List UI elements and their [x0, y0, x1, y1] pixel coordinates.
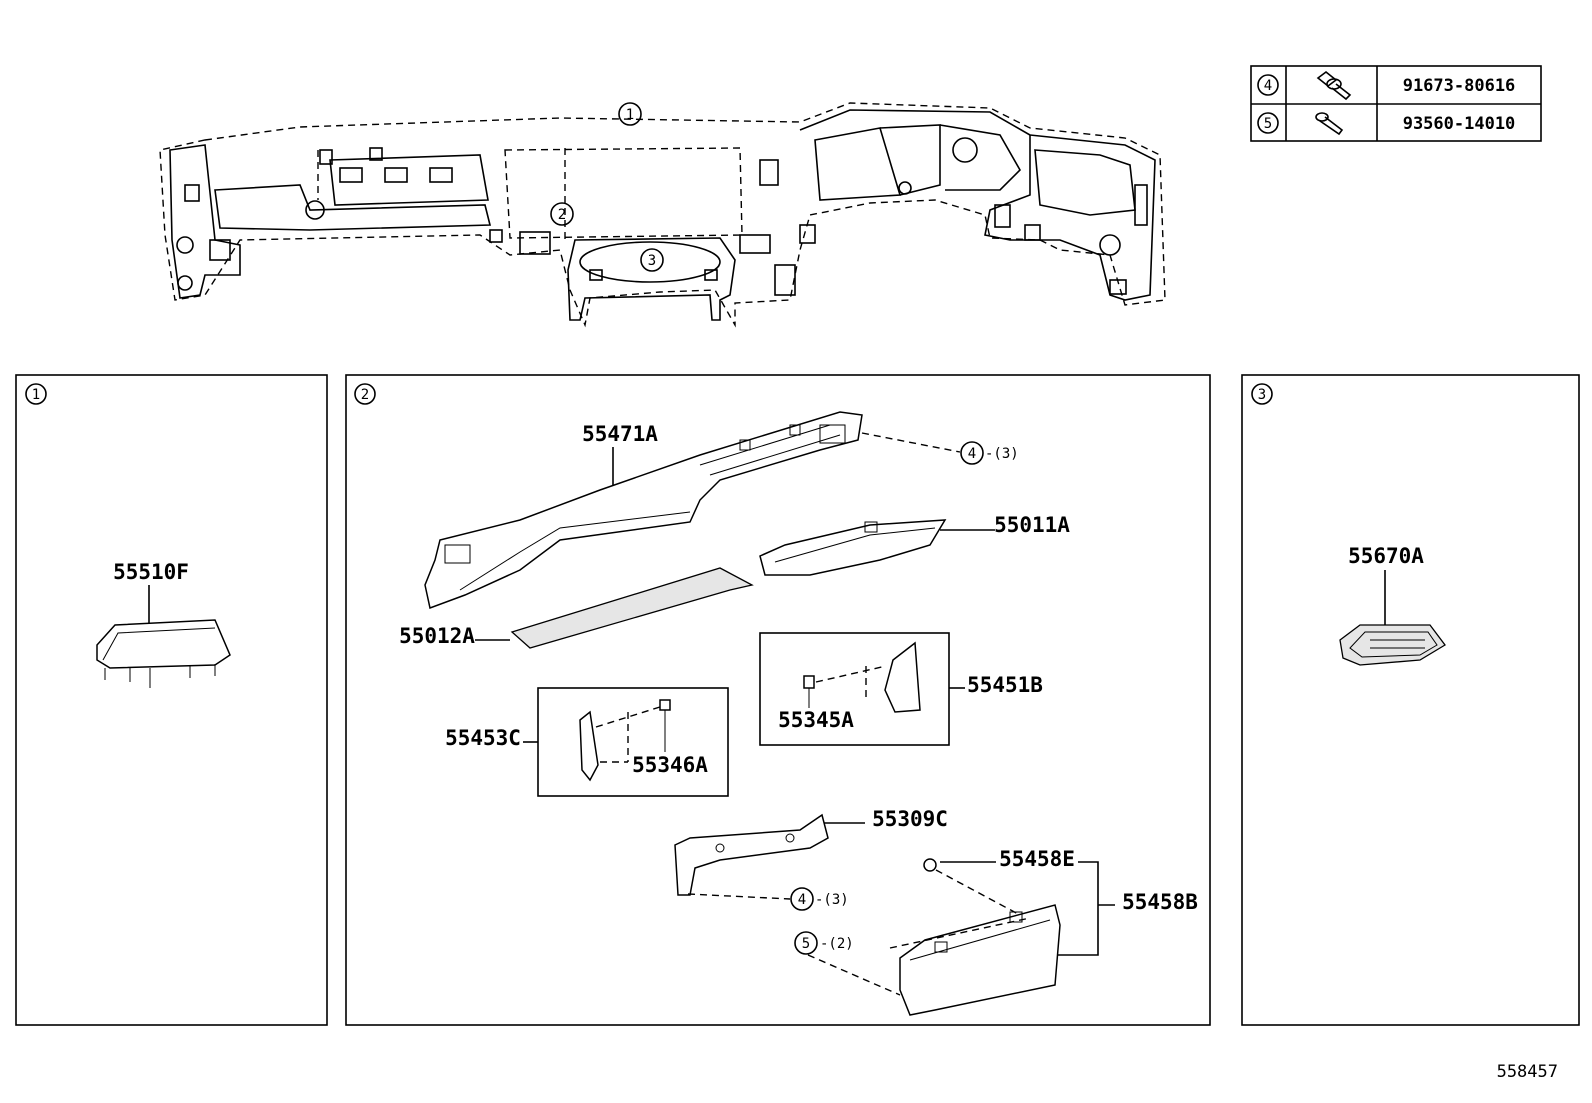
part-label-55453C: 55453C	[445, 726, 521, 750]
table-ref-5: 5	[1264, 116, 1272, 132]
instrument-panel-overview: 1 2 3	[159, 102, 1166, 328]
fastener-ref-5: 5	[802, 936, 810, 952]
fastener-table: 4 91673-80616 5 93560-14010	[1250, 65, 1542, 142]
overview-callout-3: 3	[648, 253, 656, 269]
part-label-55346A: 55346A	[632, 753, 708, 777]
part-label-55309C: 55309C	[872, 807, 948, 831]
panel-1: 1 55510F	[15, 374, 328, 1026]
table-part-no-1: 91673-80616	[1403, 76, 1516, 96]
fastener-ref-4-a: 4	[968, 446, 976, 462]
part-label-55012A: 55012A	[399, 624, 475, 648]
part-label-55345A: 55345A	[778, 708, 854, 732]
upper-reinforcement-drawing	[424, 411, 863, 610]
lower-cover-55458B-drawing	[899, 904, 1061, 1016]
fastener-qty-4-b: -(3)	[815, 892, 849, 908]
bracket-55453C-drawing	[579, 699, 671, 782]
lower-panel-strip-drawing	[510, 567, 754, 649]
fastener-qty-4-a: -(3)	[985, 446, 1019, 462]
part-label-55011A: 55011A	[994, 513, 1070, 537]
part-label-55670A: 55670A	[1348, 544, 1424, 568]
part-label-55510F: 55510F	[113, 560, 189, 584]
bracket-55451B-drawing	[803, 641, 921, 713]
table-ref-4: 4	[1264, 78, 1272, 94]
part-label-55451B: 55451B	[967, 673, 1043, 697]
part-label-55458B: 55458B	[1122, 890, 1198, 914]
part-label-55458E: 55458E	[999, 847, 1075, 871]
part-label-55471A: 55471A	[582, 422, 658, 446]
table-part-no-2: 93560-14010	[1403, 114, 1516, 134]
fastener-qty-5: -(2)	[820, 936, 854, 952]
brace-55309C-drawing	[674, 813, 829, 896]
panel-2: 2 55471A 4 -(3) 55011A 55012A	[345, 374, 1211, 1026]
overview-callout-2: 2	[558, 207, 566, 223]
diagram-id: 558457	[1497, 1062, 1558, 1082]
cover-part-drawing	[96, 619, 231, 688]
center-cover-drawing	[759, 519, 947, 576]
panel-3-ref: 3	[1258, 387, 1266, 403]
fastener-ref-4-b: 4	[798, 892, 806, 908]
screw-icon	[1315, 112, 1344, 136]
duct-55670A-drawing	[1339, 624, 1446, 666]
panel-3: 3 55670A	[1241, 374, 1580, 1026]
bolt-with-washer-icon	[1316, 70, 1352, 101]
overview-callout-1: 1	[626, 107, 634, 123]
panel-2-ref: 2	[361, 387, 369, 403]
panel-1-ref: 1	[32, 387, 40, 403]
